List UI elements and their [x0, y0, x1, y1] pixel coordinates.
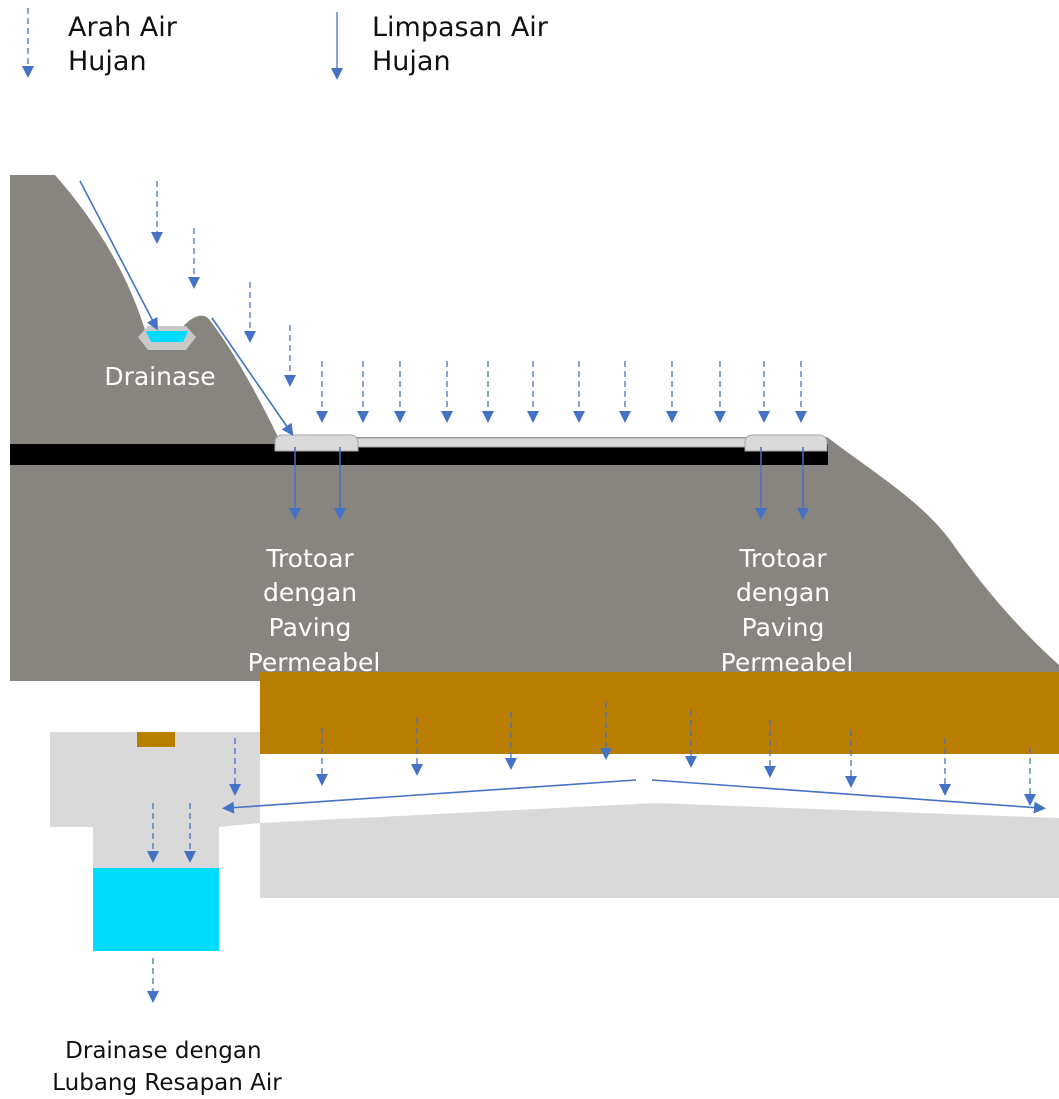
drainase-resapan-line1: Drainase dengan [65, 1038, 261, 1064]
runoff-arrow-right [651, 779, 1046, 814]
svg-text:Arah Air: Arah Air [68, 12, 178, 43]
road [10, 444, 828, 465]
pavement-layer [50, 732, 1059, 898]
svg-text:Limpasan Air: Limpasan Air [372, 12, 549, 43]
legend-dashed-label-line1: Arah Air [68, 12, 178, 43]
trotoar-left-line3: Paving [269, 613, 352, 642]
trotoar-right-line1: Trotoar [738, 544, 827, 573]
runoff-arrow-left [222, 779, 637, 814]
infiltration-arrows [289, 447, 809, 520]
drainase-resapan-line2: Lubang Resapan Air [52, 1070, 282, 1096]
sidewalk-right [744, 434, 828, 452]
trotoar-right-line2: dengan [736, 578, 830, 607]
trotoar-left-line2: dengan [263, 578, 357, 607]
runoff-arrow-slope-1 [79, 180, 158, 331]
legend-dashed-label-line2: Hujan [68, 46, 147, 77]
sidewalk-left [274, 434, 359, 452]
soil-layer-upper [260, 672, 1059, 732]
drainase-label: Drainase [104, 362, 215, 391]
rain-arrows-bottom [147, 702, 1036, 1003]
slope-drain-water [146, 331, 188, 342]
legend: Arah Air Hujan Limpasan Air Hujan [22, 8, 549, 80]
runoff-arrow-slope-2 [211, 317, 294, 436]
rain-arrows-top [151, 181, 807, 423]
svg-text:Hujan: Hujan [68, 46, 147, 77]
svg-text:Hujan: Hujan [372, 46, 451, 77]
svg-text:Drainase: Drainase [104, 362, 215, 391]
svg-text:Drainase dengan Lubang R: Drainase dengan Lubang Resapan Air [52, 1038, 282, 1096]
legend-solid-label-line1: Limpasan Air [372, 12, 549, 43]
trotoar-left-line1: Trotoar [265, 544, 354, 573]
top-section: Drainase [10, 175, 1059, 681]
legend-solid-label-line2: Hujan [372, 46, 451, 77]
ground-hill [10, 175, 1059, 681]
drainage-water [93, 868, 219, 951]
trotoar-right-line3: Paving [742, 613, 825, 642]
soil-layer [50, 732, 1059, 754]
road-surface [354, 437, 751, 448]
bottom-section: Drainase dengan Lubang Resapan Air [50, 672, 1059, 1096]
